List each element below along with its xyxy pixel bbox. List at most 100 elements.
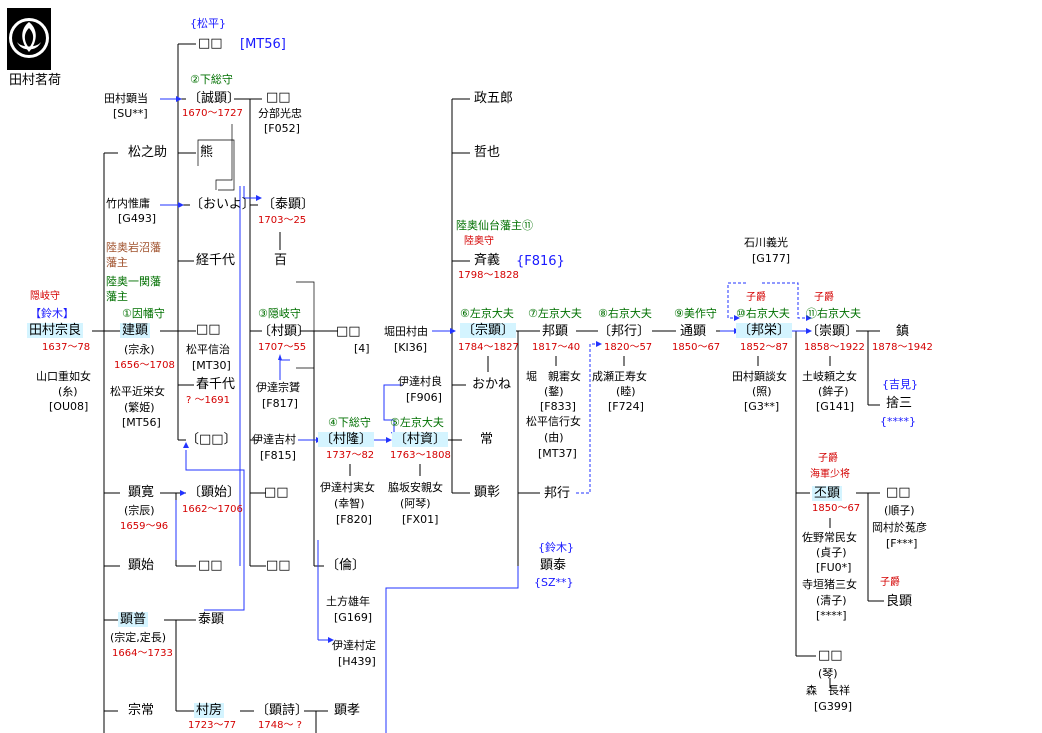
ref-code[interactable]: [F833] xyxy=(540,400,576,413)
person-name[interactable]: 良顕 xyxy=(886,594,913,609)
person-name[interactable]: 〔邦栄〕 xyxy=(736,323,793,338)
ref-code[interactable]: [F052] xyxy=(264,122,300,135)
person-name[interactable]: 石川義光 xyxy=(744,236,788,249)
person-name[interactable]: 伊達村良 xyxy=(398,375,442,388)
person-name[interactable]: 宗常 xyxy=(128,703,155,718)
spouse-name[interactable]: 佐野常民女 xyxy=(802,531,857,544)
ref-code[interactable]: {****} xyxy=(880,415,916,428)
person-name[interactable]: 松之助 xyxy=(128,145,168,160)
person-name[interactable]: 顕寛 xyxy=(128,485,155,500)
person-name[interactable]: 〔村顕〕 xyxy=(258,324,311,339)
spouse-name[interactable]: 山口重如女 xyxy=(36,370,91,383)
spouse-name[interactable]: 松平近栄女 xyxy=(110,385,165,398)
person-name[interactable]: 政五郎 xyxy=(474,91,514,106)
ref-code[interactable]: [F815] xyxy=(260,449,296,462)
person-name[interactable]: 顕泰 xyxy=(540,558,567,573)
person-name[interactable]: 田村宗良 xyxy=(27,323,84,338)
person-name[interactable]: 〔誠顕〕 xyxy=(188,91,241,106)
person-name[interactable]: 堀田村由 xyxy=(384,325,428,338)
ref-code[interactable]: [G177] xyxy=(752,252,791,265)
ref-code[interactable]: [F817] xyxy=(262,397,298,410)
person-name[interactable]: 村房 xyxy=(194,703,225,718)
person-name[interactable]: 〔□□〕 xyxy=(186,432,237,447)
person-name[interactable]: 竹内惟庸 xyxy=(106,197,150,210)
person-name[interactable]: 顕彰 xyxy=(474,485,501,500)
person-name[interactable]: 鎮 xyxy=(896,324,910,339)
person-name[interactable]: 経千代 xyxy=(196,253,236,268)
spouse-name[interactable]: 森 長祥 xyxy=(806,684,850,697)
person-name[interactable]: 伊達村定 xyxy=(332,639,376,652)
person-name[interactable]: 邦顕 xyxy=(542,324,569,339)
spouse-name[interactable]: 土方雄年 xyxy=(326,595,370,608)
person-name[interactable]: □□ xyxy=(198,558,223,573)
person-name[interactable]: 通顕 xyxy=(680,324,707,339)
ref-code[interactable]: [H439] xyxy=(338,655,376,668)
person-name[interactable]: □□ xyxy=(264,485,289,500)
ref-code[interactable]: [MT37] xyxy=(538,447,577,460)
spouse-name[interactable]: 松平信行女 xyxy=(526,415,581,428)
spouse-name[interactable]: 寺垣猪三女 xyxy=(802,578,857,591)
ref-code[interactable]: [F820] xyxy=(336,513,372,526)
person-name[interactable]: 常 xyxy=(480,432,494,447)
person-name[interactable]: 顕孝 xyxy=(334,703,361,718)
ref-code[interactable]: [FX01] xyxy=(402,513,439,526)
person-name[interactable]: 〔おいよ〕 xyxy=(190,197,255,212)
person-name[interactable]: 〔村資〕 xyxy=(392,432,449,447)
person-name[interactable]: □□ xyxy=(198,36,223,51)
person-name[interactable]: 春千代 xyxy=(196,377,236,392)
ref-code[interactable]: [MT56] xyxy=(240,37,286,52)
person-name[interactable]: 田村顕当 xyxy=(104,92,148,105)
ref-code[interactable]: [F906] xyxy=(406,391,442,404)
person-name[interactable]: □□ xyxy=(266,90,291,105)
spouse-name[interactable]: 伊達村実女 xyxy=(320,481,375,494)
ref-code[interactable]: [****] xyxy=(816,609,847,622)
spouse-name[interactable]: 堀 親寚女 xyxy=(526,370,581,383)
person-name[interactable]: □□ xyxy=(196,322,221,337)
ref-code[interactable]: [MT30] xyxy=(192,359,231,372)
person-name[interactable]: 顕普 xyxy=(118,612,149,627)
ref-code[interactable]: [G3**] xyxy=(744,400,780,413)
ref-code[interactable]: {F816} xyxy=(516,254,565,269)
ref-code[interactable]: [KI36] xyxy=(394,341,428,354)
ref-code[interactable]: [F***] xyxy=(886,537,918,550)
ref-code[interactable]: [G399] xyxy=(814,700,853,713)
person-name[interactable]: 〔邦行〕 xyxy=(598,324,651,339)
ref-code[interactable]: [G493] xyxy=(118,212,157,225)
person-name[interactable]: 熊 xyxy=(200,145,214,160)
person-name[interactable]: □□ xyxy=(818,648,843,663)
spouse-name[interactable]: 松平信治 xyxy=(186,343,230,356)
person-name[interactable]: 伊達宗贇 xyxy=(256,381,300,394)
person-name[interactable]: 百 xyxy=(274,253,288,268)
spouse-name[interactable]: 脇坂安親女 xyxy=(388,481,443,494)
person-name[interactable]: 邦行 xyxy=(544,486,571,501)
person-name[interactable]: 哲也 xyxy=(474,145,501,160)
ref-code[interactable]: [G169] xyxy=(334,611,373,624)
person-name[interactable]: □□ xyxy=(886,485,911,500)
person-name[interactable]: □□ xyxy=(266,558,291,573)
spouse-name[interactable]: 分部光忠 xyxy=(258,107,302,120)
spouse-name[interactable]: 岡村於菟彦 xyxy=(872,521,927,534)
person-name[interactable]: 泰顕 xyxy=(198,612,225,627)
ref-code[interactable]: [OU08] xyxy=(49,400,89,413)
person-name[interactable]: 丕顕 xyxy=(812,486,843,501)
ref-code[interactable]: [SU**] xyxy=(113,107,148,120)
person-name[interactable]: 捨三 xyxy=(886,396,913,411)
person-name[interactable]: 〔倫〕 xyxy=(326,558,366,573)
ref-code[interactable]: [MT56] xyxy=(122,416,161,429)
person-name[interactable]: 〔村隆〕 xyxy=(318,432,375,447)
person-name[interactable]: 顕始 xyxy=(128,558,155,573)
spouse-name[interactable]: 土岐頼之女 xyxy=(802,370,857,383)
person-name[interactable]: おかね xyxy=(472,377,512,392)
ref-code[interactable]: [FU0*] xyxy=(816,561,852,574)
person-name[interactable]: 〔宗顕〕 xyxy=(460,323,517,338)
ref-code[interactable]: {SZ**} xyxy=(534,576,574,589)
ref-code[interactable]: [4] xyxy=(354,342,370,355)
person-name[interactable]: 〔崇顕〕 xyxy=(806,324,859,339)
person-name[interactable]: 〔泰顕〕 xyxy=(262,197,315,212)
person-name[interactable]: 伊達吉村 xyxy=(252,433,296,446)
person-name[interactable]: 斉義 xyxy=(474,253,501,268)
person-name[interactable]: 〔顕始〕 xyxy=(188,485,241,500)
person-name[interactable]: 〔顕詩〕 xyxy=(256,703,309,718)
person-name[interactable]: □□ xyxy=(336,324,361,339)
ref-code[interactable]: [G141] xyxy=(816,400,855,413)
